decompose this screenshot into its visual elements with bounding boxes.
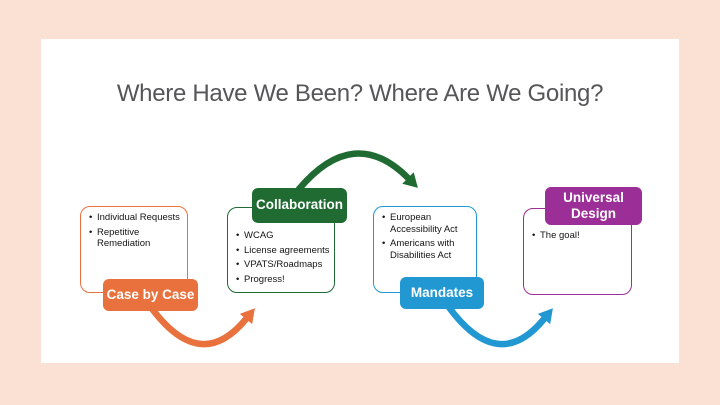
stage-universal-design-bullets: The goal! [531, 230, 627, 242]
bullet-item: Americans with Disabilities Act [381, 238, 472, 261]
stage-case-by-case-bullets: Individual Requests Repetitive Remediati… [88, 212, 183, 250]
stage-universal-design-label: Universal Design [545, 187, 642, 225]
bullet-item: Progress! [235, 274, 330, 286]
bullet-item: VPATS/Roadmaps [235, 259, 330, 271]
bullet-item: WCAG [235, 230, 330, 242]
stage-mandates-label: Mandates [400, 277, 484, 309]
stage-collaboration-bullets: WCAG License agreements VPATS/Roadmaps P… [235, 230, 330, 285]
bullet-item: European Accessibility Act [381, 212, 472, 235]
bullet-item: License agreements [235, 245, 330, 257]
stage-mandates-bullets: European Accessibility Act Americans wit… [381, 212, 472, 261]
stage-case-by-case-panel: Individual Requests Repetitive Remediati… [80, 206, 188, 293]
stage-case-by-case-label: Case by Case [103, 279, 198, 311]
bullet-item: The goal! [531, 230, 627, 242]
bullet-item: Repetitive Remediation [88, 227, 183, 250]
bullet-item: Individual Requests [88, 212, 183, 224]
slide-title: Where Have We Been? Where Are We Going? [116, 80, 604, 107]
stage-collaboration-label: Collaboration [252, 188, 347, 223]
